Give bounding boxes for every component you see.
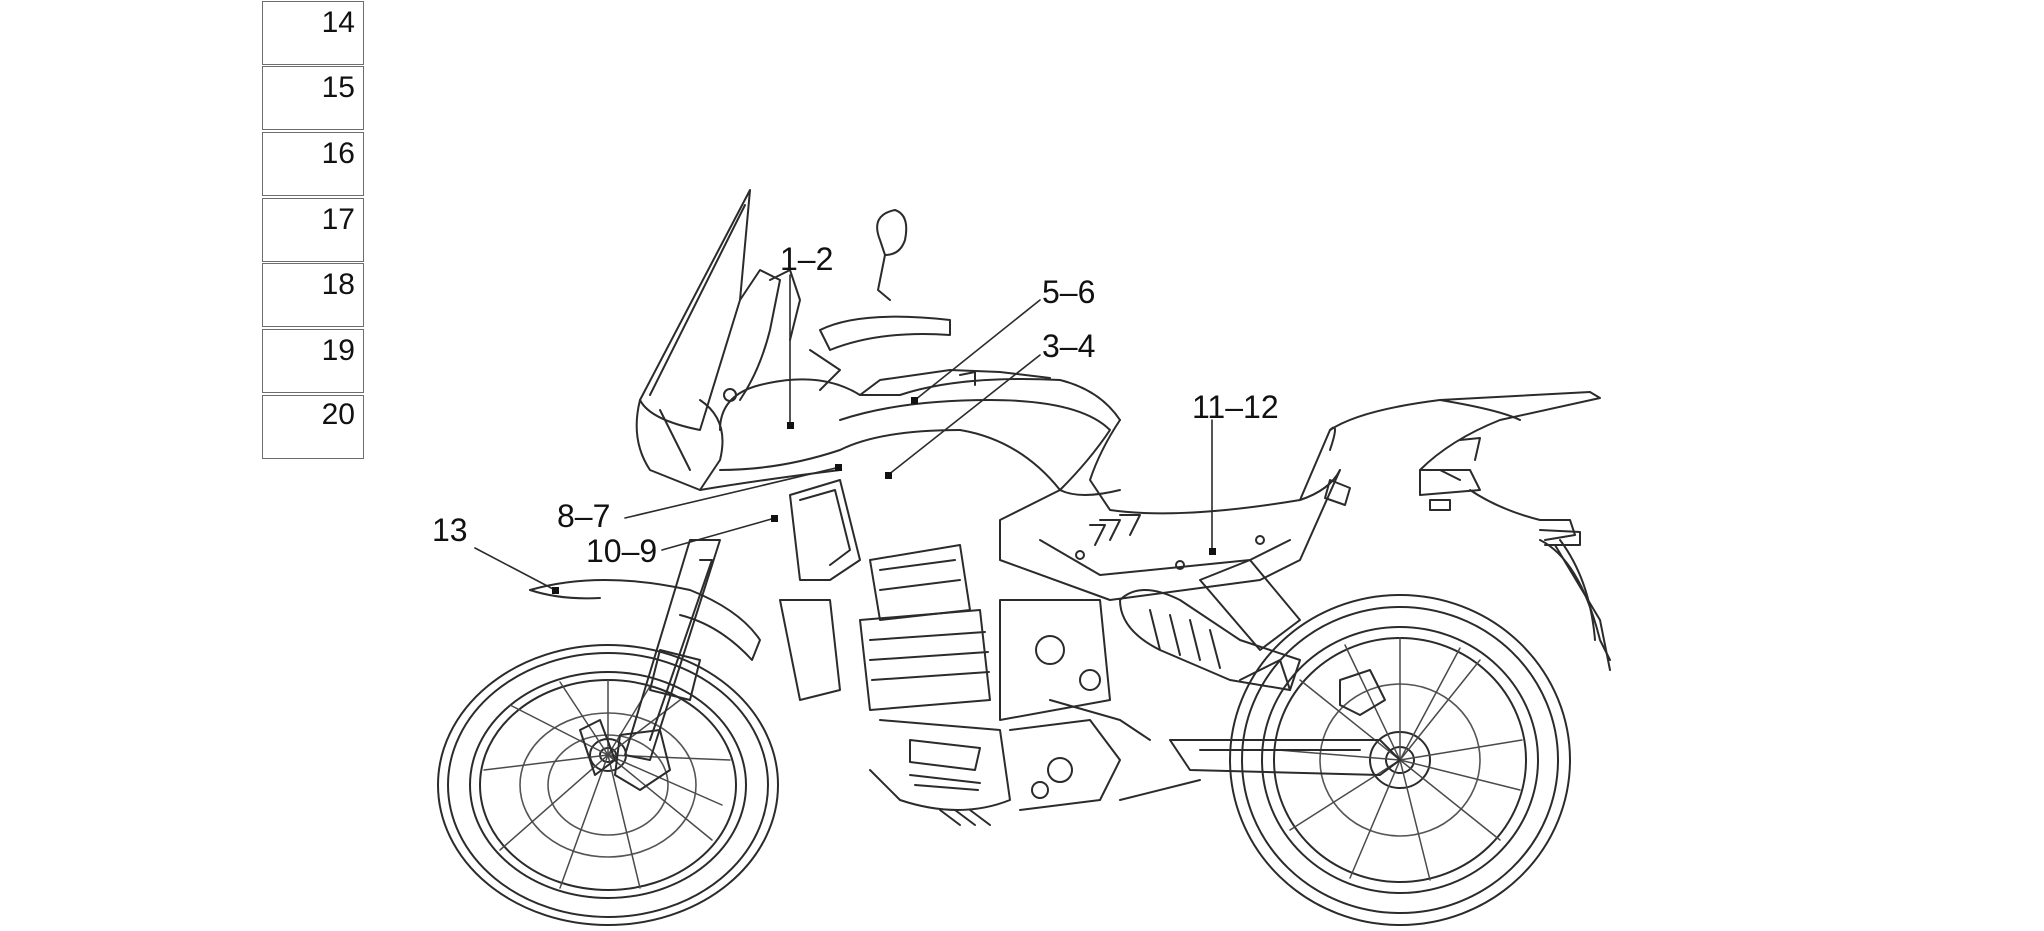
front-brake bbox=[579, 719, 671, 791]
radiator bbox=[779, 479, 861, 701]
rear-brake bbox=[1339, 669, 1386, 716]
callout-label: 3–4 bbox=[1042, 328, 1096, 364]
legend-number: 20 bbox=[321, 398, 355, 431]
engine bbox=[859, 544, 1201, 826]
legend-box-17: 17 bbox=[262, 198, 364, 262]
legend-number: 19 bbox=[321, 334, 355, 367]
license-bracket bbox=[1539, 529, 1611, 671]
legend-number: 18 bbox=[321, 268, 355, 301]
legend-box-19: 19 bbox=[262, 329, 364, 393]
callout-label: 1–2 bbox=[780, 241, 834, 277]
leader-dots bbox=[552, 397, 1216, 594]
swingarm bbox=[1169, 659, 1401, 776]
legend-number: 15 bbox=[321, 71, 355, 104]
legend-box-15: 15 bbox=[262, 66, 364, 130]
frame bbox=[999, 469, 1341, 601]
fuel-tank bbox=[719, 369, 1121, 496]
callout-label: 11–12 bbox=[1192, 389, 1279, 425]
legend-number: 16 bbox=[321, 137, 355, 170]
legend-box-16: 16 bbox=[262, 132, 364, 196]
legend-number: 14 bbox=[321, 6, 355, 39]
callout-label: 8–7 bbox=[557, 498, 611, 534]
legend-box-18: 18 bbox=[262, 263, 364, 327]
fairing bbox=[635, 189, 841, 491]
rear-shock bbox=[1119, 559, 1301, 691]
legend-number: 17 bbox=[321, 203, 355, 236]
callout-label: 5–6 bbox=[1042, 274, 1096, 310]
front-fork bbox=[529, 539, 761, 761]
legend-box-20: 20 bbox=[262, 395, 364, 459]
rear-wheel bbox=[1229, 594, 1571, 926]
callout-label: 10–9 bbox=[586, 533, 658, 569]
rear-spokes bbox=[1277, 637, 1523, 881]
callout-label: 13 bbox=[432, 512, 468, 548]
legend-box-14: 14 bbox=[262, 1, 364, 65]
leader-lines bbox=[474, 274, 1213, 591]
seat-tail bbox=[1089, 391, 1611, 661]
mirror bbox=[809, 209, 951, 391]
